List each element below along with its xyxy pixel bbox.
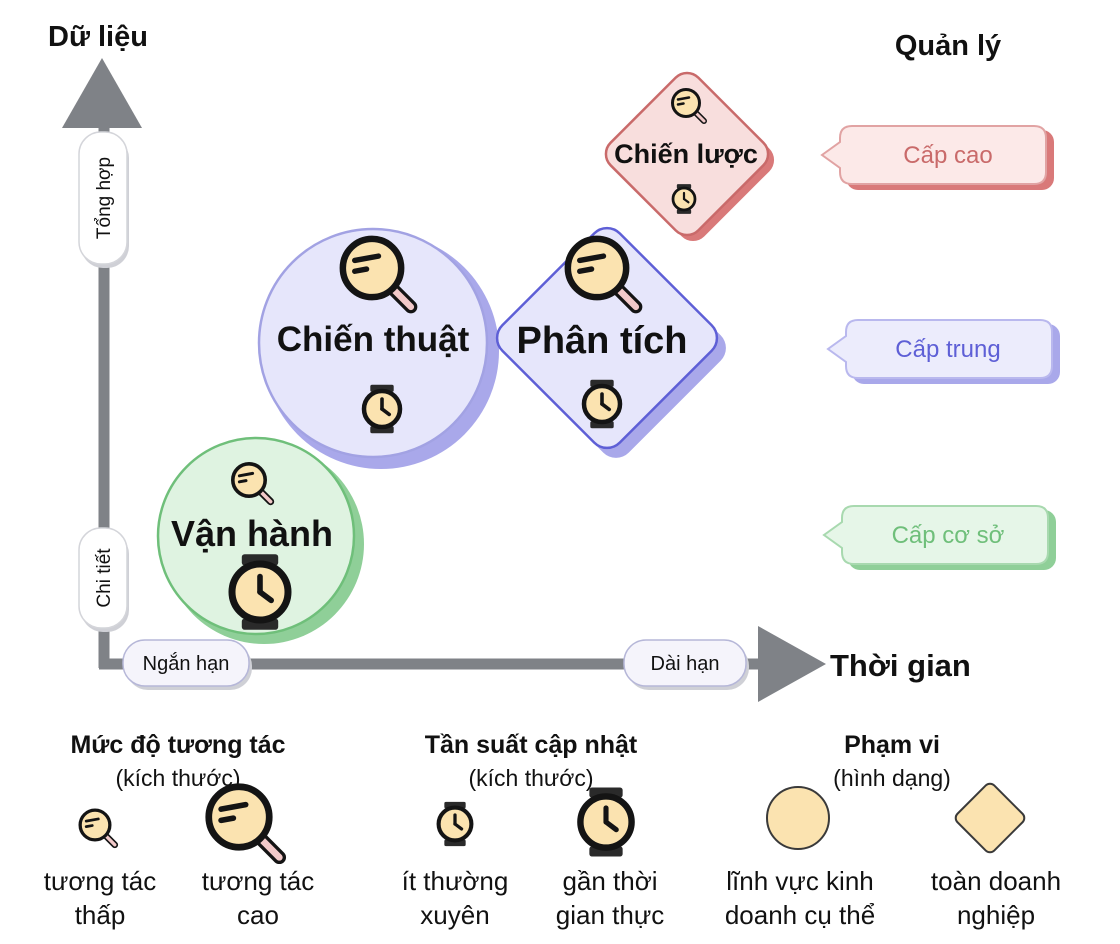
legend-frequency-subtitle: (kích thước) — [468, 765, 593, 791]
legend-diamond-shape — [954, 782, 1026, 854]
legend-low-interaction-line1: tương tác — [44, 866, 157, 896]
legend-high-frequency-icon — [580, 787, 631, 856]
y-tag-aggregate-label: Tổng hợp — [94, 157, 115, 239]
legend-low-frequency-line2: xuyên — [420, 900, 489, 930]
level-base-label: Cấp cơ sở — [892, 522, 1005, 549]
node-tactical: Chiến thuật — [257, 227, 499, 469]
legend-low-interaction-line2: thấp — [75, 900, 126, 930]
y-axis-arrowhead — [62, 58, 142, 128]
legend-diamond-line2: nghiệp — [957, 900, 1035, 930]
y-tag-detail-label: Chi tiết — [94, 548, 115, 608]
level-high: Cấp cao — [820, 125, 1054, 190]
legend-low-interaction-icon — [80, 810, 115, 845]
level-middle-label: Cấp trung — [895, 336, 1000, 363]
x-axis-arrowhead — [758, 626, 826, 702]
x-tag-long-term-label: Dài hạn — [651, 653, 720, 675]
legend-interaction-subtitle: (kích thước) — [115, 765, 240, 791]
legend-high-interaction-line2: cao — [237, 900, 279, 930]
legend-circle-shape — [766, 786, 830, 850]
tactical-label: Chiến thuật — [277, 320, 470, 359]
level-high-label: Cấp cao — [903, 142, 992, 169]
legend-scope: Phạm vi (hình dạng) lĩnh vực kinh doanh … — [725, 731, 1061, 930]
node-strategic: Chiến lược — [604, 71, 775, 242]
x-tag-short-term: Ngắn hạn — [122, 639, 252, 690]
node-operational: Vận hành — [156, 436, 364, 644]
legend-circle-line2: doanh cụ thể — [725, 900, 875, 930]
legend-frequency: Tần suất cập nhật (kích thước) ít thường… — [402, 731, 665, 930]
x-tag-long-term: Dài hạn — [623, 639, 749, 690]
legend-high-interaction-line1: tương tác — [202, 866, 315, 896]
legend-high-interaction-icon — [209, 787, 280, 858]
node-analytical: Phân tích — [495, 226, 726, 458]
legend-interaction-title: Mức độ tương tác — [70, 731, 285, 759]
x-tag-short-term-label: Ngắn hạn — [143, 652, 230, 675]
legend-low-frequency-icon — [439, 802, 472, 846]
y-axis-title: Dữ liệu — [48, 21, 148, 53]
analytical-label: Phân tích — [516, 320, 687, 362]
y-tag-aggregate: Tổng hợp — [78, 131, 129, 268]
legend-high-frequency-line2: gian thực — [556, 900, 664, 930]
legend-circle-line1: lĩnh vực kinh — [726, 866, 873, 896]
legend-low-frequency-line1: ít thường — [402, 866, 509, 896]
strategic-label: Chiến lược — [614, 139, 758, 169]
legend-scope-subtitle: (hình dạng) — [833, 765, 951, 791]
x-axis-title: Thời gian — [830, 648, 971, 683]
level-middle: Cấp trung — [826, 319, 1060, 384]
legend-scope-title: Phạm vi — [844, 731, 940, 759]
operational-label: Vận hành — [171, 513, 333, 554]
legend-diamond-line1: toàn doanh — [931, 866, 1061, 896]
y-tag-detail: Chi tiết — [78, 527, 129, 632]
management-title: Quản lý — [895, 30, 1001, 62]
legend-high-frequency-line1: gần thời — [562, 866, 657, 896]
level-base: Cấp cơ sở — [822, 505, 1056, 570]
legend-frequency-title: Tần suất cập nhật — [425, 731, 638, 759]
legend-interaction: Mức độ tương tác (kích thước) tương tác … — [44, 731, 315, 930]
